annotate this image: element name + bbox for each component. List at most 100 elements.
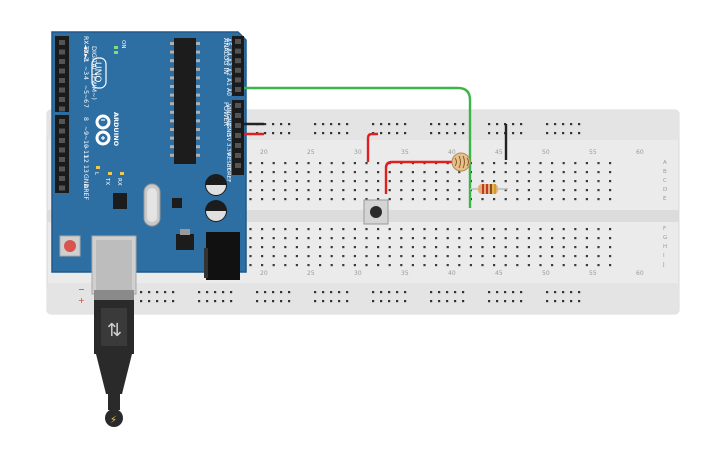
digital-pin[interactable] [59,166,65,172]
breadboard-hole [295,228,298,231]
chip-leg [170,110,174,114]
rail-hole [546,291,549,294]
breadboard-hole [504,198,507,201]
power-pin[interactable] [235,163,241,168]
digital-pin[interactable] [59,97,65,102]
breadboard-hole [574,180,577,183]
power-pin[interactable] [235,123,241,128]
rail-hole [462,132,465,135]
breadboard-hole [527,246,530,249]
breadboard-hole [272,255,275,258]
digital-pin[interactable] [59,68,65,74]
column-number-top: 35 [401,149,409,156]
breadboard-hole [261,189,264,192]
analog-pin[interactable] [235,87,241,92]
digital-pin[interactable] [59,119,65,124]
breadboard-hole [458,198,461,201]
digital-pin[interactable] [59,106,65,112]
chip-leg [196,119,200,123]
digital-pin[interactable] [59,59,65,64]
rail-hole [322,291,325,294]
breadboard-hole [551,255,554,258]
power-header-label: POWER [222,102,230,127]
column-number-top: 55 [589,149,597,156]
led-l-icon [96,166,100,169]
breadboard-hole [411,264,414,267]
breadboard-hole [249,180,252,183]
power-pin[interactable] [235,153,241,158]
breadboard-hole [377,162,380,165]
row-letter: F [663,226,666,232]
column-number-bottom: 55 [589,270,597,277]
digital-pin[interactable] [59,185,65,191]
rail-hole [570,123,573,126]
digital-pin[interactable] [59,157,65,162]
digital-pin[interactable] [59,138,65,143]
breadboard-hole [330,198,333,201]
chip-leg [196,93,200,97]
breadboard-hole [609,198,612,201]
power-pin[interactable] [235,113,241,118]
digital-pin[interactable] [59,78,65,83]
power-pin[interactable] [235,143,241,148]
rail-hole [512,132,515,135]
breadboard-hole [295,162,298,165]
breadboard-hole [585,237,588,240]
breadboard-hole [388,189,391,192]
breadboard-hole [504,264,507,267]
row-letter: C [663,178,667,184]
arduino-uno-board[interactable]: RX◄0 TX►1 2 ~3 4 ~5 ~6 7 8 ~9 ~10 ~11 12… [51,31,247,295]
wire-red-button[interactable] [384,160,456,194]
breadboard-hole [504,246,507,249]
power-pin[interactable] [235,103,241,108]
breadboard-hole [261,162,264,165]
digital-pin[interactable] [59,49,65,55]
analog-pin[interactable] [235,58,241,64]
rail-hole [230,291,233,294]
breadboard-hole [411,171,414,174]
photoresistor[interactable] [451,152,471,172]
analog-pin[interactable] [235,77,241,83]
breadboard-hole [295,246,298,249]
rail-hole [520,291,523,294]
breadboard-hole [539,228,542,231]
voltage-regulator [176,234,194,250]
digital-pin[interactable] [59,128,65,134]
breadboard-hole [597,162,600,165]
digital-pin[interactable] [59,87,65,93]
digital-pin[interactable] [59,176,65,181]
rail-hole [462,123,465,126]
wire-red-rail[interactable] [366,132,378,162]
breadboard-hole [319,162,322,165]
pushbutton[interactable] [363,199,389,225]
breadboard-hole [527,228,530,231]
breadboard-hole [435,264,438,267]
breadboard-hole [469,246,472,249]
chip-leg [196,153,200,157]
rail-hole [438,291,441,294]
rail-hole [454,123,457,126]
digital-pin-11-label: ~11 [82,145,89,158]
breadboard-hole [435,246,438,249]
digital-pin[interactable] [59,40,65,45]
breadboard-hole [423,246,426,249]
resistor[interactable] [470,184,508,194]
analog-pin[interactable] [235,48,241,54]
digital-pin[interactable] [59,147,65,153]
rail-hole [388,291,391,294]
dc-power-jack[interactable] [206,232,240,280]
breadboard-hole [574,189,577,192]
breadboard-hole [342,189,345,192]
rail-hole [446,123,449,126]
column-number-bottom: 25 [307,270,315,277]
analog-pin[interactable] [235,67,241,73]
wire-green-a0[interactable] [244,86,472,208]
usb-cable[interactable]: ⇅ ⚡ [94,290,134,427]
power-pin[interactable] [235,133,241,138]
breadboard-hole [458,171,461,174]
analog-pin[interactable] [235,39,241,44]
breadboard-hole [307,246,310,249]
rail-hole [172,291,175,294]
